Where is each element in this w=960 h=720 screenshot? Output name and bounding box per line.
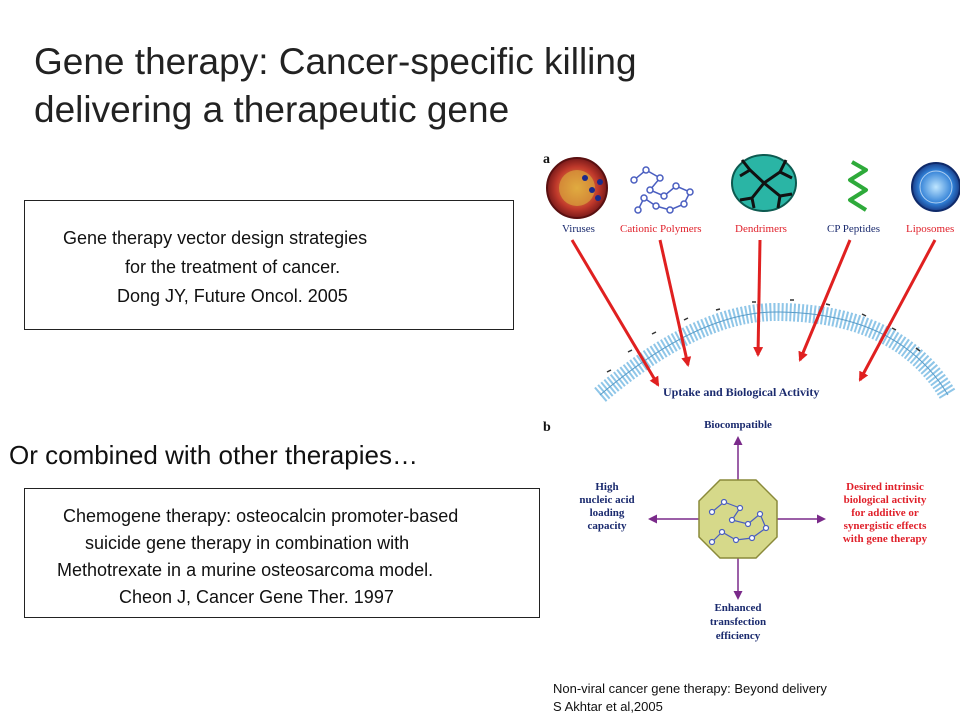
cp-peptide-icon xyxy=(848,160,868,212)
property-right-line-4: synergistic effects xyxy=(844,520,927,532)
reference2-line-3: Methotrexate in a murine osteosarcoma mo… xyxy=(57,560,434,580)
reference1-line-2: for the treatment of cancer. xyxy=(125,257,341,277)
property-right-line-5: with gene therapy xyxy=(843,533,928,545)
property-intrinsic-activity: Desired intrinsic biological activity fo… xyxy=(843,481,928,545)
cationic-polymer-icon xyxy=(630,166,694,214)
property-biocompatible: Biocompatible xyxy=(704,419,772,431)
reference2-line-4: Cheon J, Cancer Gene Ther. 1997 xyxy=(119,587,394,607)
property-loading-capacity: High nucleic acid loading capacity xyxy=(579,481,634,532)
cell-membrane xyxy=(594,299,956,402)
vector-label-liposomes: Liposomes xyxy=(906,223,954,235)
liposome-icon xyxy=(911,162,960,212)
delivery-arrows xyxy=(570,239,937,387)
reference1-line-3: Dong JY, Future Oncol. 2005 xyxy=(117,286,348,306)
vector-label-dendrimers: Dendrimers xyxy=(735,223,787,235)
property-transfection-efficiency: Enhanced transfection efficiency xyxy=(710,602,766,642)
property-arrows xyxy=(648,436,826,600)
reference2-line-2: suicide gene therapy in combination with xyxy=(85,533,410,553)
property-right-line-2: biological activity xyxy=(844,494,927,506)
title-line-1: Gene therapy: Cancer-specific killing xyxy=(34,41,637,82)
vector-label-cationic-polymers: Cationic Polymers xyxy=(620,223,702,235)
reference2-line-1: Chemogene therapy: osteocalcin promoter-… xyxy=(63,506,459,526)
reference-box-chemogene: Chemogene therapy: osteocalcin promoter-… xyxy=(24,488,540,618)
combined-therapies-heading: Or combined with other therapies… xyxy=(9,440,418,470)
panel-a-label: a xyxy=(543,152,550,167)
dendrimer-icon xyxy=(731,154,797,212)
figure-citation: Non-viral cancer gene therapy: Beyond de… xyxy=(553,680,827,716)
property-bottom-line-2: transfection xyxy=(710,616,766,628)
polymer-chain-icon xyxy=(708,498,770,546)
property-left-line-2: nucleic acid xyxy=(579,494,634,506)
reference-box-vector-design: Gene therapy vector design strategies fo… xyxy=(24,200,514,330)
property-left-line-1: High xyxy=(595,481,618,493)
citation-line-2: S Akhtar et al,2005 xyxy=(553,699,663,714)
virus-icon xyxy=(546,157,608,219)
title-line-2: delivering a therapeutic gene xyxy=(34,89,510,130)
reference1-line-1: Gene therapy vector design strategies xyxy=(63,228,368,248)
vector-figure: a Viruses Cationic Polymers xyxy=(543,152,960,642)
slide-title: Gene therapy: Cancer-specific killing de… xyxy=(34,38,794,134)
panel-b-label: b xyxy=(543,420,551,435)
citation-line-1: Non-viral cancer gene therapy: Beyond de… xyxy=(553,681,827,696)
property-left-line-3: loading xyxy=(590,507,625,519)
property-right-line-3: for additive or xyxy=(851,507,919,519)
property-bottom-line-3: efficiency xyxy=(716,630,761,642)
property-right-line-1: Desired intrinsic xyxy=(846,481,924,493)
property-bottom-line-1: Enhanced xyxy=(714,602,761,614)
vector-label-cp-peptides: CP Peptides xyxy=(827,223,880,235)
property-left-line-4: capacity xyxy=(587,520,627,532)
vector-label-viruses: Viruses xyxy=(562,223,595,235)
polymer-octagon xyxy=(698,479,778,559)
membrane-label: Uptake and Biological Activity xyxy=(663,385,819,399)
